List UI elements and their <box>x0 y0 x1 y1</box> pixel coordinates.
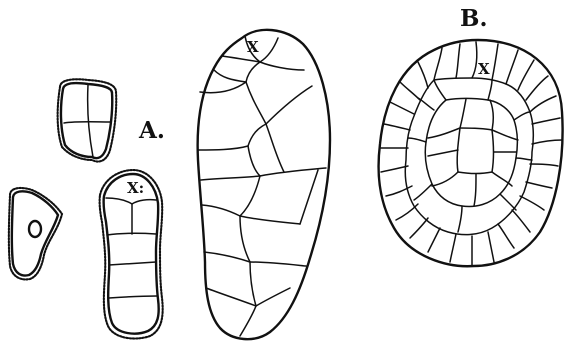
isolated-cell <box>9 188 62 279</box>
cross-section-disc: X <box>379 40 563 266</box>
panel-b-label: B. <box>460 5 487 32</box>
embryo-four-cell-stage <box>58 79 117 161</box>
apical-cell-x-mark-b: X <box>478 60 490 78</box>
embryo-filament-stage: X: <box>100 170 163 339</box>
apical-cell-x-label: X: <box>127 179 144 197</box>
embryo-elongated-stage: X <box>198 30 330 339</box>
panel-a-label: A. <box>138 117 165 144</box>
nucleus <box>29 221 41 237</box>
